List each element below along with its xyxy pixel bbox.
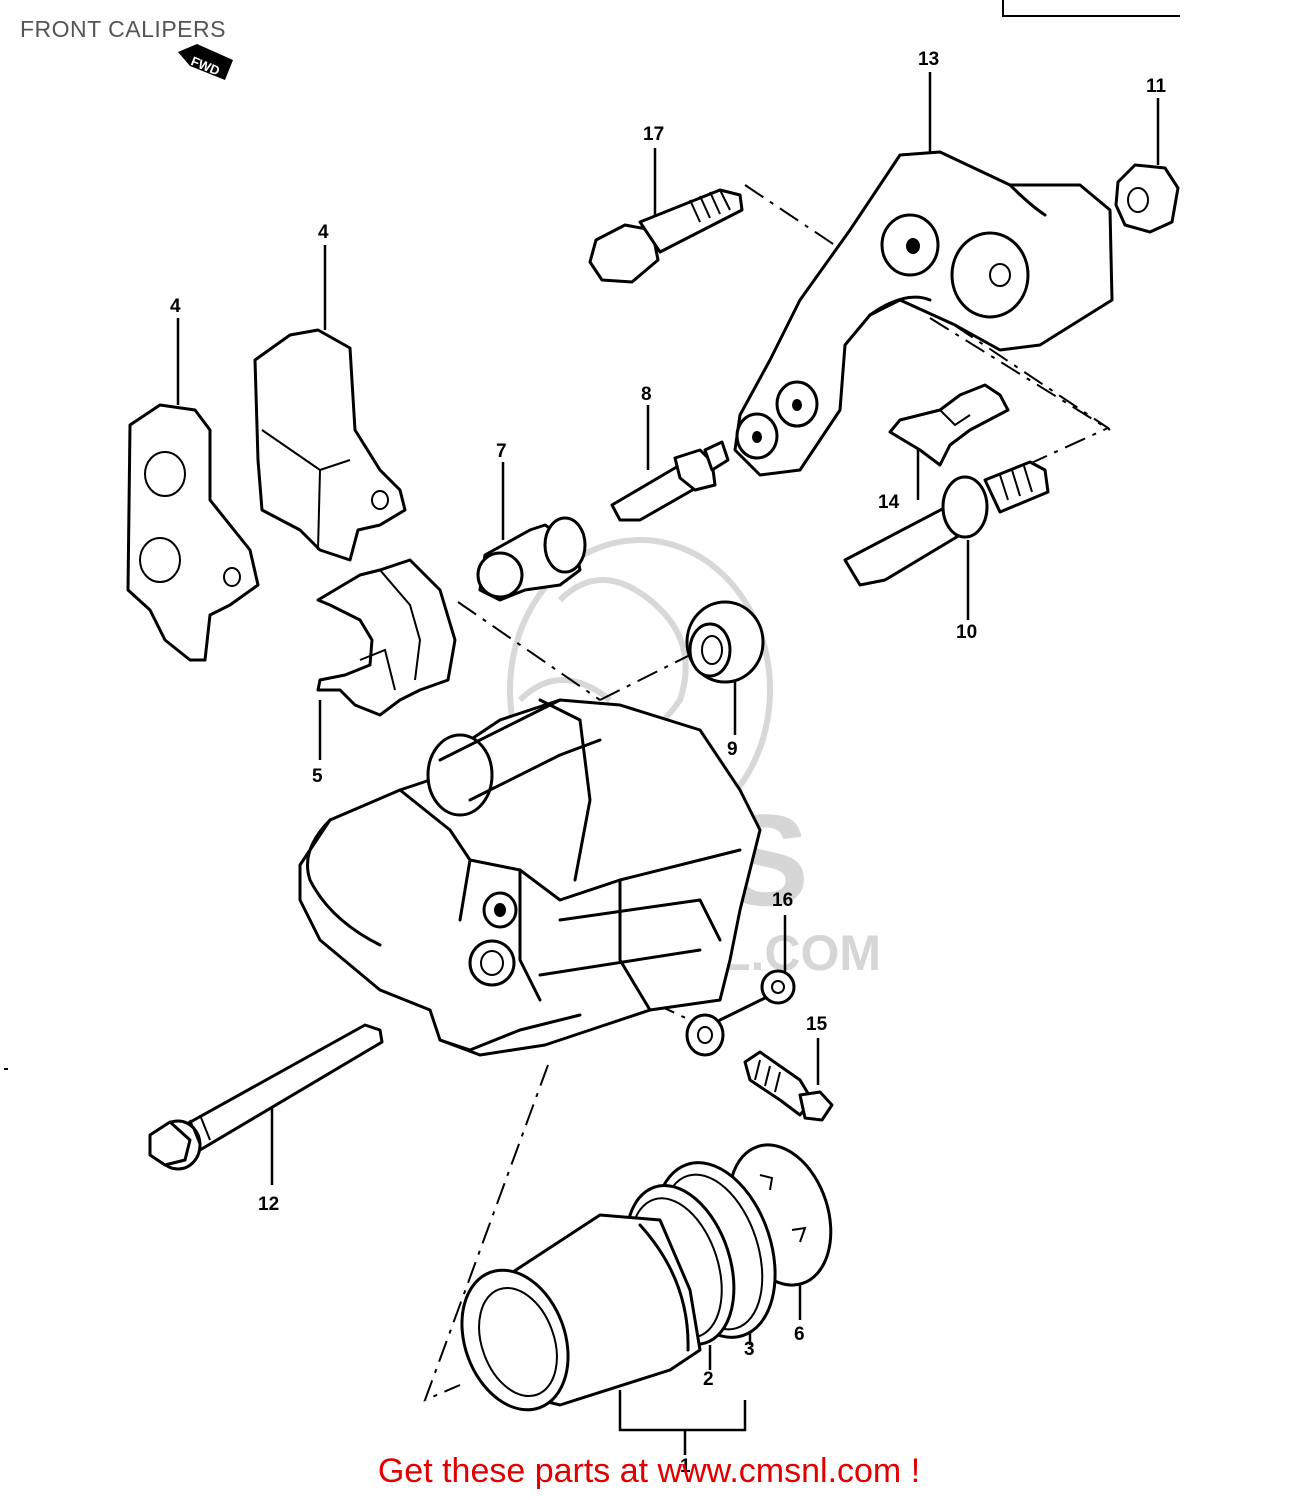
cap-bolt bbox=[476, 516, 587, 602]
callout-16: 16 bbox=[772, 890, 793, 911]
nut bbox=[1114, 163, 1180, 234]
callout-2: 2 bbox=[703, 1369, 714, 1390]
callout-4-b: 4 bbox=[170, 296, 181, 317]
callout-15: 15 bbox=[806, 1014, 828, 1035]
pad-shim bbox=[126, 403, 260, 662]
callout-4-a: 4 bbox=[318, 222, 329, 243]
callout-10: 10 bbox=[956, 622, 977, 643]
slide-pin-long bbox=[843, 460, 1050, 587]
frame-corner bbox=[1002, 0, 1180, 17]
washer-line bbox=[685, 969, 796, 1057]
slide-pin bbox=[610, 440, 730, 522]
pad-spring bbox=[316, 558, 457, 717]
callout-11: 11 bbox=[1146, 76, 1167, 97]
callout-5: 5 bbox=[312, 766, 323, 787]
callout-9: 9 bbox=[727, 739, 738, 760]
callout-13: 13 bbox=[918, 49, 939, 70]
callout-7: 7 bbox=[496, 441, 507, 462]
callout-14: 14 bbox=[878, 492, 900, 513]
callout-8: 8 bbox=[641, 384, 652, 405]
footer-link[interactable]: Get these parts at www.cmsnl.com ! bbox=[377, 1452, 921, 1490]
mounting-pin bbox=[148, 1023, 384, 1171]
caliper-bracket bbox=[733, 150, 1114, 477]
pin-boot bbox=[685, 600, 765, 684]
fwd-arrow-icon: FWD bbox=[178, 44, 233, 80]
callout-labels: 13 11 17 4 4 8 7 14 10 9 5 16 15 12 6 3 … bbox=[170, 49, 1167, 1477]
callout-17: 17 bbox=[643, 124, 664, 145]
bolt-17 bbox=[588, 188, 744, 284]
speck bbox=[4, 1068, 8, 1070]
piston bbox=[460, 1213, 702, 1412]
callout-3: 3 bbox=[744, 1339, 755, 1360]
retaining-clip bbox=[888, 383, 1010, 467]
callout-1: 1 bbox=[680, 1456, 691, 1477]
callout-6: 6 bbox=[794, 1324, 805, 1345]
caliper-body bbox=[298, 698, 762, 1057]
page-title: FRONT CALIPERS bbox=[20, 16, 226, 42]
callout-12: 12 bbox=[258, 1194, 279, 1215]
bleeder-valve bbox=[743, 1050, 834, 1122]
brake-pad bbox=[253, 328, 407, 562]
